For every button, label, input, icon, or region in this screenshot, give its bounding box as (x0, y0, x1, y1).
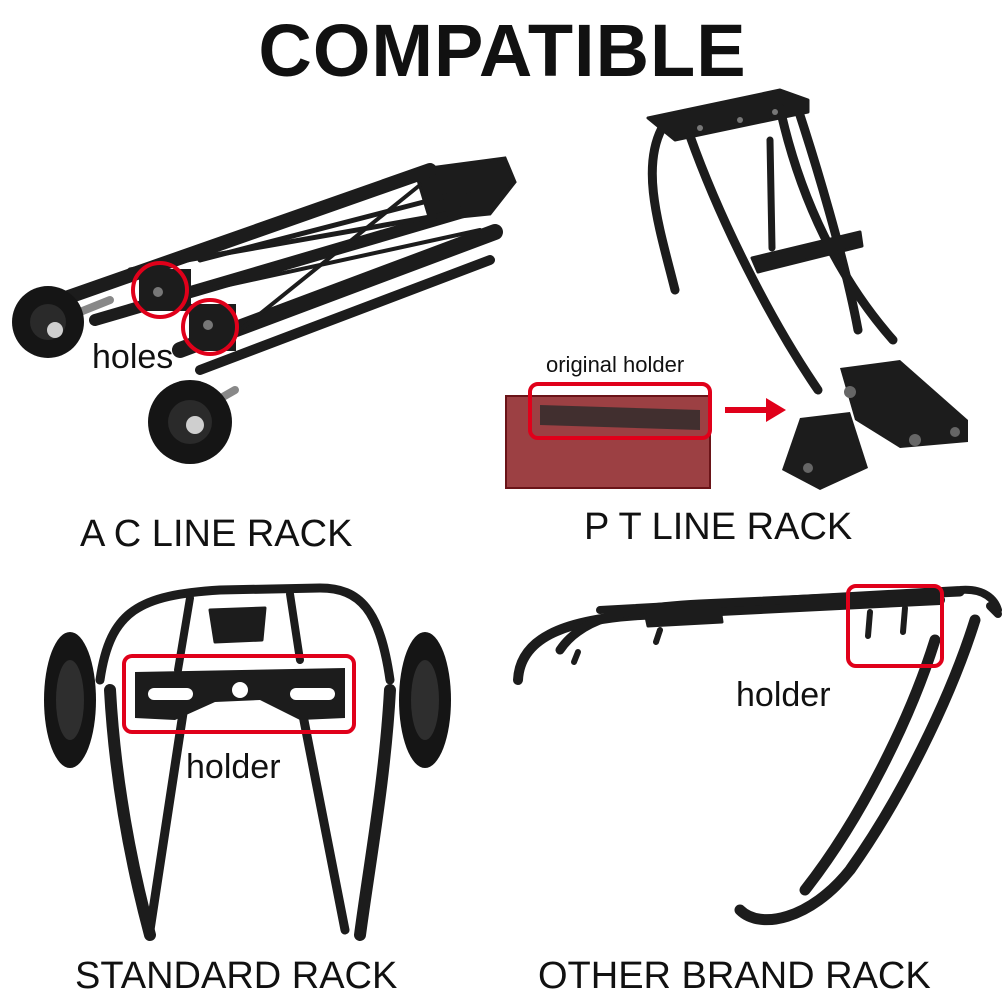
pt-line-rack-image (646, 88, 898, 395)
ac-line-rack-image (53, 156, 517, 414)
page-title: COMPATIBLE (258, 9, 747, 92)
original-reflector-image (505, 395, 711, 489)
pt-holder-bracket-image (782, 360, 968, 490)
standard-holder-plate (135, 668, 345, 720)
standard-holder-highlight (122, 654, 356, 734)
standard-left-wheel (44, 632, 96, 768)
other-brand-rack-caption: OTHER BRAND RACK (538, 955, 931, 997)
standard-rack-image (95, 583, 396, 941)
standard-right-wheel (399, 632, 451, 768)
arrow-right-icon (725, 398, 786, 422)
ac-hole-highlight-1 (131, 261, 189, 319)
standard-holder-label: holder (186, 748, 281, 786)
original-holder-label: original holder (546, 352, 685, 377)
other-holder-label: holder (736, 676, 831, 714)
standard-rack-caption: STANDARD RACK (75, 955, 398, 997)
other-brand-rack-image (513, 585, 1002, 926)
original-holder-highlight (528, 382, 712, 440)
ac-rear-wheel (12, 286, 84, 358)
ac-line-rack-caption: A C LINE RACK (80, 513, 353, 555)
ac-front-wheel (148, 380, 232, 464)
ac-holes-label: holes (92, 338, 174, 376)
ac-hole-highlight-2 (181, 298, 239, 356)
pt-line-rack-caption: P T LINE RACK (584, 506, 853, 548)
other-holder-highlight (846, 584, 944, 668)
